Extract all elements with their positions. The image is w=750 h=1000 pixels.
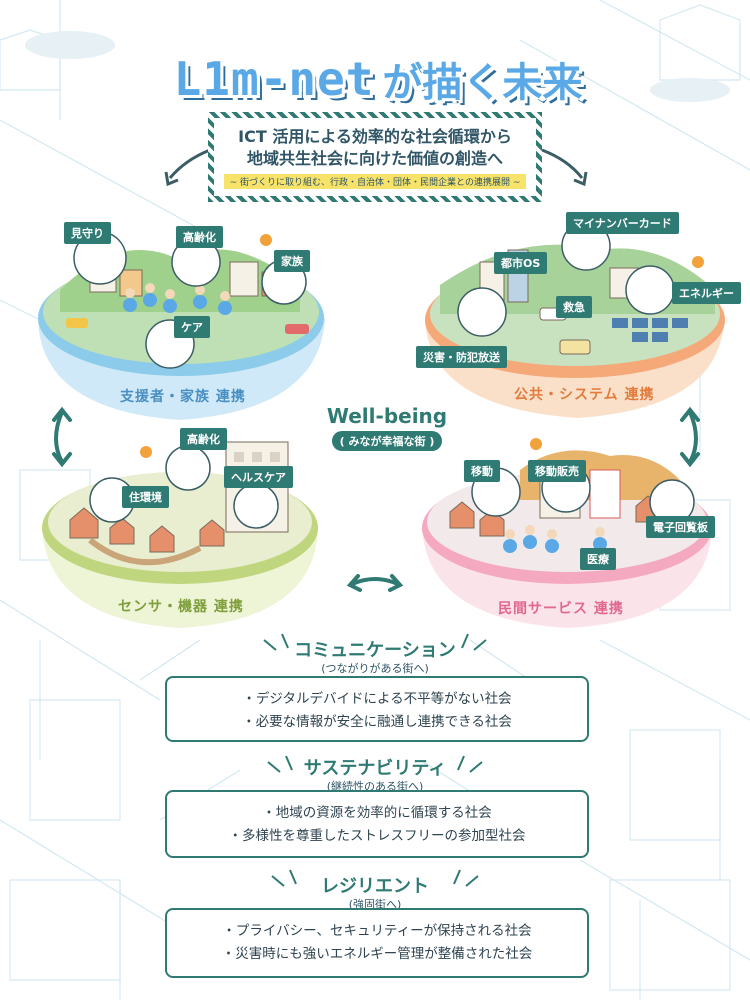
message-line-1: ICT 活用による効率的な社会循環から (238, 126, 512, 146)
message-line-2: 地域共生社会に向けた価値の創造へ (246, 148, 503, 168)
list-item: ・デジタルデバイドによる不平等がない社会 (242, 691, 512, 707)
message-box: ICT 活用による効率的な社会循環から 地域共生社会に向けた価値の創造へ ~ 街… (208, 112, 542, 202)
section-communication-sub: (つながりがある街へ) (321, 662, 429, 675)
arrow-horizontal-icon (350, 577, 400, 586)
list-item: ・災害時にも強いエネルギー管理が整備された社会 (221, 946, 533, 962)
island-private (422, 438, 712, 628)
section-sustainability-sub: (継続性のある街へ) (326, 780, 424, 793)
tag-mobility: 移動 (464, 460, 500, 482)
title-japanese: が描く未来 (382, 60, 583, 106)
wellbeing-subtitle: ( みなが幸福な街 ) (331, 431, 443, 451)
region-sensor: センサ・機器 連携 (118, 599, 244, 615)
section-resilient-heading: レジリエント (321, 876, 429, 897)
wellbeing-title: Well-being (326, 404, 448, 428)
tag-mimamori: 見守り (64, 222, 111, 244)
tag-mynumber-card: マイナンバーカード (566, 212, 679, 234)
section-communication-box: ・デジタルデバイドによる不平等がない社会 ・必要な情報が安全に融通し連携できる社… (165, 676, 589, 742)
tag-care: ケア (174, 316, 210, 338)
section-resilient-box: ・プライバシー、セキュリティーが保持される社会 ・災害時にも強いエネルギー管理が… (165, 908, 589, 978)
tag-mobile-sales: 移動販売 (528, 460, 586, 482)
arrow-left-vertical-icon (54, 410, 64, 464)
arrow-right-vertical-icon (688, 410, 698, 464)
region-public: 公共・システム 連携 (514, 387, 655, 403)
tag-aging: 高齢化 (176, 226, 223, 248)
arrow-left-icon (168, 148, 211, 179)
page-title: L1m-net が描く未来 (98, 44, 658, 114)
message-note: ~ 街づくりに取り組む、行政・自治体・団体・民間企業との連携展開 ~ (223, 173, 527, 189)
region-private: 民間サービス 連携 (498, 601, 624, 617)
section-sustainability-heading: サステナビリティ (303, 758, 447, 779)
wellbeing-label: Well-being ( みなが幸福な街 ) (322, 404, 452, 451)
tag-aging-2: 高齢化 (180, 428, 227, 450)
tag-e-circular: 電子回覧板 (646, 516, 715, 538)
tag-healthcare: ヘルスケア (224, 466, 293, 488)
section-sustainability-box: ・地域の資源を効率的に循環する社会 ・多様性を尊重したストレスフリーの参加型社会 (165, 790, 589, 858)
list-item: ・プライバシー、セキュリティーが保持される社会 (222, 923, 532, 939)
list-item: ・必要な情報が安全に融通し連携できる社会 (242, 714, 512, 730)
section-communication-heading: コミュニケーション (294, 640, 456, 661)
title-latin: L1m-net (173, 52, 375, 106)
section-resilient-sub: (強固街へ) (348, 898, 402, 911)
tag-medical: 医療 (580, 548, 616, 570)
tag-emergency: 救急 (556, 296, 592, 318)
list-item: ・多様性を尊重したストレスフリーの参加型社会 (228, 828, 526, 844)
tag-disaster-broadcast: 災害・防犯放送 (416, 346, 507, 368)
tag-family: 家族 (274, 250, 310, 272)
tag-city-os: 都市OS (494, 252, 548, 274)
region-support: 支援者・家族 連携 (120, 389, 246, 405)
tag-energy: エネルギー (672, 282, 741, 304)
list-item: ・地域の資源を効率的に循環する社会 (262, 805, 492, 821)
arrow-right-icon (541, 148, 584, 179)
tag-living-environment: 住環境 (122, 486, 169, 508)
